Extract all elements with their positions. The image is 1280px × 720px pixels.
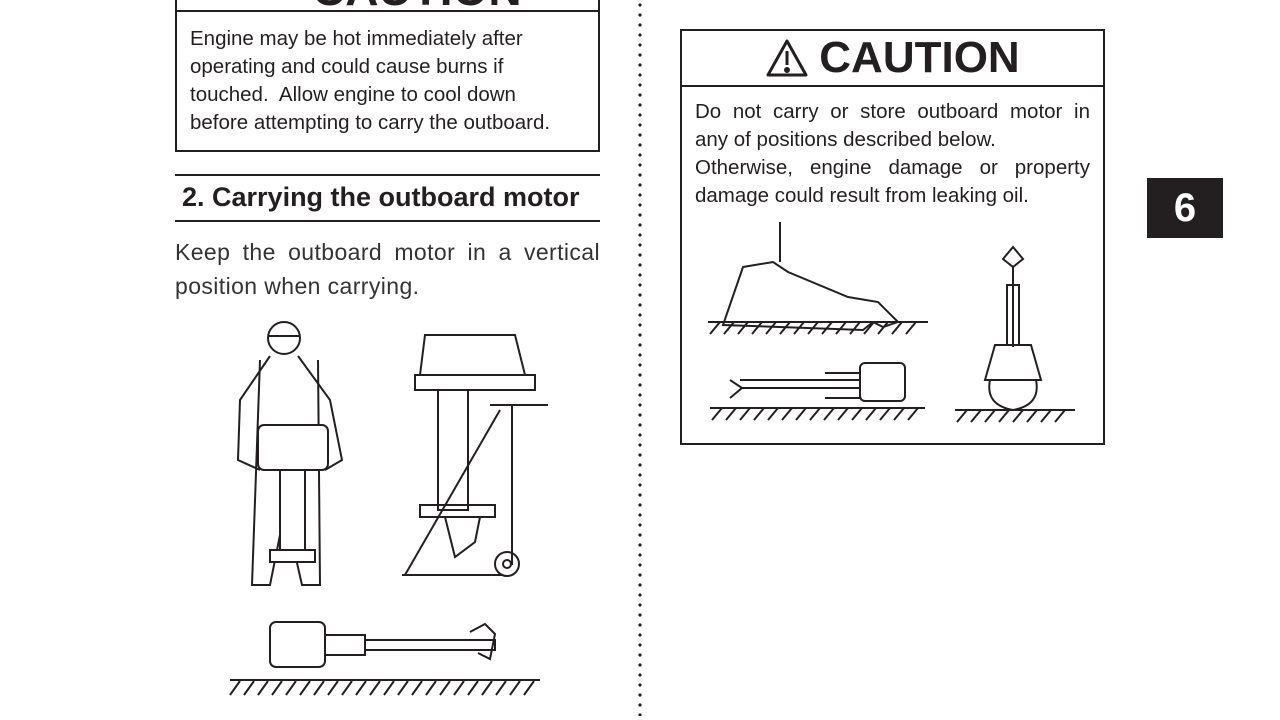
caution-text-line: damage could result from leaking oil. bbox=[695, 184, 1029, 207]
caution-heading: CAUTION bbox=[819, 33, 1020, 82]
caution-header: CAUTION bbox=[682, 31, 1103, 87]
illustration-motor-upside-down-vertical bbox=[955, 245, 1075, 423]
column-divider bbox=[638, 0, 642, 716]
section-title: 2. Carrying the outboard motor bbox=[182, 182, 580, 212]
caution-box-engine-hot: CAUTION Engine may be hot immediately af… bbox=[175, 0, 600, 152]
illustration-person-carrying-motor bbox=[236, 321, 344, 586]
illustration-motor-on-side bbox=[708, 222, 928, 335]
caution-text-line: Otherwise, engine damage or property bbox=[695, 156, 1090, 179]
caution-text-line: before attempting to carry the outboard. bbox=[190, 111, 551, 134]
illustration-motor-on-stand bbox=[402, 334, 548, 577]
paragraph-line: Keep the outboard motor in a vertical bbox=[175, 239, 600, 265]
caution-text-line: Do not carry or store outboard motor in bbox=[695, 100, 1090, 123]
section-rule-bottom bbox=[175, 220, 600, 222]
warning-triangle-icon bbox=[766, 39, 808, 77]
caution-text-line: touched. Allow engine to cool down bbox=[190, 83, 516, 106]
caution-box-storage: CAUTION Do not carry or store outboard m… bbox=[680, 29, 1105, 445]
caution-header: CAUTION bbox=[177, 0, 598, 12]
paragraph-line: position when carrying. bbox=[175, 273, 420, 299]
caution-heading: CAUTION bbox=[312, 0, 522, 10]
chapter-tab: 6 bbox=[1147, 178, 1223, 238]
illustration-motor-lying-flat bbox=[229, 621, 540, 696]
caution-text-line: Engine may be hot immediately after bbox=[190, 27, 523, 50]
section-paragraph: Keep the outboard motor in a vertical po… bbox=[175, 235, 600, 303]
caution-text-line: any of positions described below. bbox=[695, 128, 996, 151]
illustration-motor-upside-down-flat bbox=[710, 362, 925, 421]
caution-text-line: operating and could cause burns if bbox=[190, 55, 504, 78]
section-rule-top bbox=[175, 174, 600, 176]
